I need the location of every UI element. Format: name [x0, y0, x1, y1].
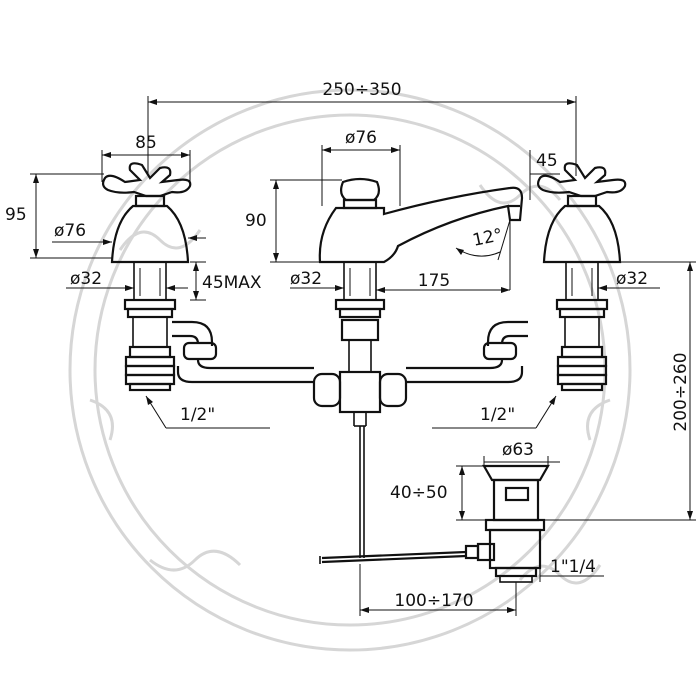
handle-body-diameter-label: ø76: [54, 221, 86, 241]
handle-height-label: 95: [5, 205, 27, 225]
spout-reach-label: 175: [418, 271, 450, 291]
spout-setback-label: 45: [536, 151, 558, 171]
dimension-labels: 250÷350 85 ø76 45 95 90 ø76 12° ø32 45MA…: [5, 80, 691, 611]
spout-height-label: 90: [245, 211, 267, 231]
spout-angle-label: 12°: [471, 225, 505, 251]
assembly-depth-label: 200÷260: [671, 352, 691, 431]
popup-waste: [319, 464, 550, 583]
waste-diameter-label: ø63: [502, 440, 534, 460]
deck-thickness-label: 45MAX: [202, 273, 262, 293]
handle-width-label: 85: [135, 133, 157, 153]
right-inlet-label: 1/2": [480, 405, 515, 425]
left-shank-diameter-label: ø32: [70, 269, 102, 289]
right-valve: [536, 162, 627, 392]
rod-length-label: 100÷170: [394, 591, 473, 611]
waste-height-label: 40÷50: [390, 483, 448, 503]
connecting-hoses: [172, 320, 528, 558]
spout-body-diameter-label: ø76: [345, 128, 377, 148]
dimension-arrows: [33, 99, 693, 613]
center-spout: [318, 177, 524, 372]
overall-width-label: 250÷350: [322, 80, 401, 100]
left-valve: [101, 162, 192, 392]
waste-thread-label: 1"1/4: [550, 557, 596, 577]
left-inlet-label: 1/2": [180, 405, 215, 425]
right-shank-diameter-label: ø32: [616, 269, 648, 289]
center-shank-diameter-label: ø32: [290, 269, 322, 289]
